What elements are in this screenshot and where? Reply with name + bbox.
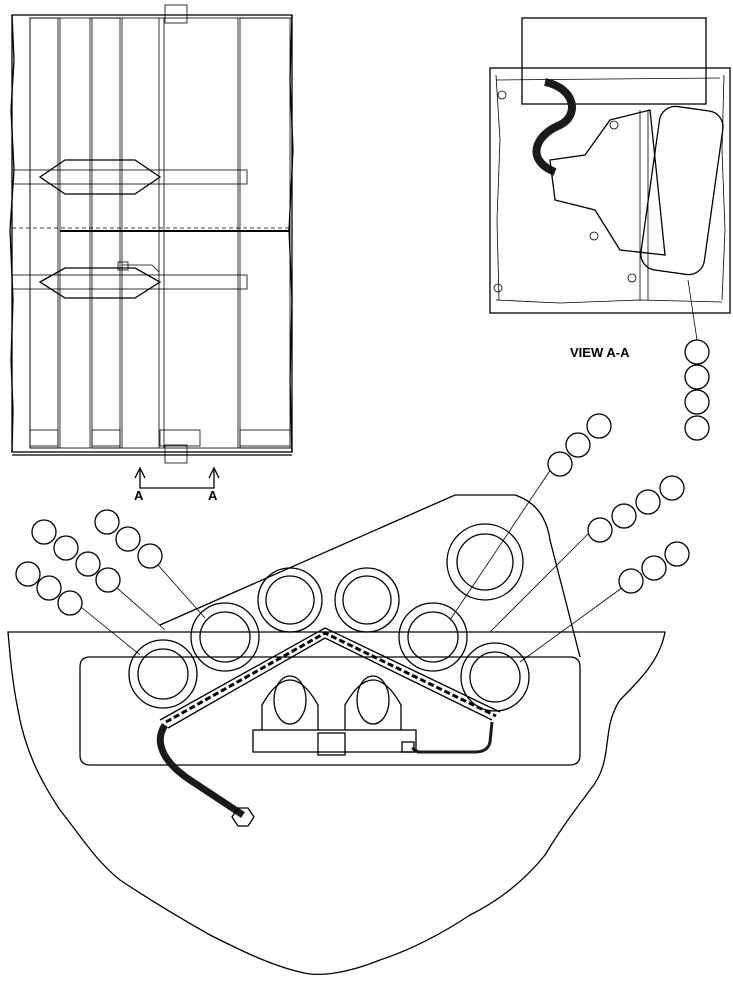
bracket-motors [252,675,417,756]
section-label-right: A [208,488,218,503]
view-a-a: VIEW A-A [489,17,731,360]
lamp-row [128,523,530,712]
section-indicator: A A [134,466,220,503]
callout-group-right-lower [618,541,690,594]
callout-group-right-top [547,413,612,477]
callout-group-left-middle [31,519,121,593]
section-label-left: A [134,488,144,503]
leader-lines [75,465,631,663]
callout-group-left-lower [15,561,83,616]
main-assembly [7,494,666,975]
plan-view [9,4,294,464]
callout-group-right-middle [587,475,685,543]
callout-group-left-upper [94,509,163,569]
view-title: VIEW A-A [570,345,630,360]
callout-stack-view [684,339,710,441]
